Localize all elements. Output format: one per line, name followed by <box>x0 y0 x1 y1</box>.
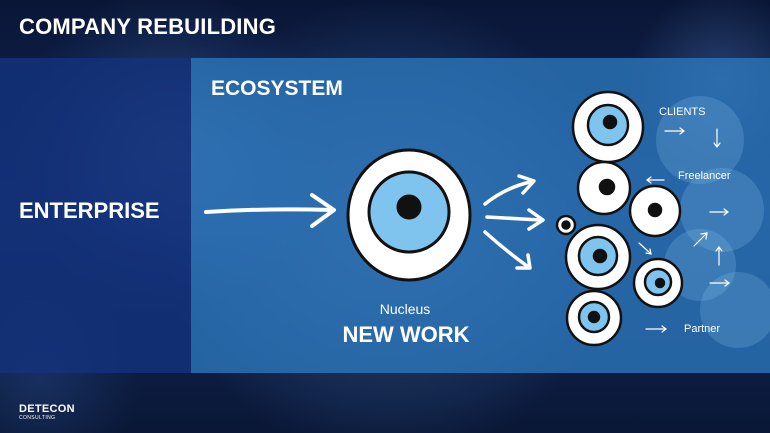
clients-label: CLIENTS <box>659 106 706 118</box>
enterprise-label: ENTERPRISE <box>19 198 160 223</box>
partner-label: Partner <box>684 323 721 335</box>
logo-subtitle: CONSULTING <box>19 415 56 421</box>
slide-title: COMPANY REBUILDING <box>19 14 277 39</box>
split-arrows-icon <box>483 174 545 270</box>
small-cell-icon <box>555 90 684 347</box>
nucleus-label: Nucleus <box>379 301 431 317</box>
detecon-logo: DETECON CONSULTING <box>19 403 75 422</box>
enterprise-arrow-icon <box>204 193 336 228</box>
flow-arrows-icon <box>638 127 730 333</box>
big-cell-icon <box>346 148 472 282</box>
new-work-label: NEW WORK <box>342 322 470 347</box>
ecosystem-label: ECOSYSTEM <box>211 77 343 100</box>
enterprise-band <box>0 58 191 373</box>
freelancer-label: Freelancer <box>678 170 731 182</box>
logo-name: DETECON <box>19 403 75 415</box>
